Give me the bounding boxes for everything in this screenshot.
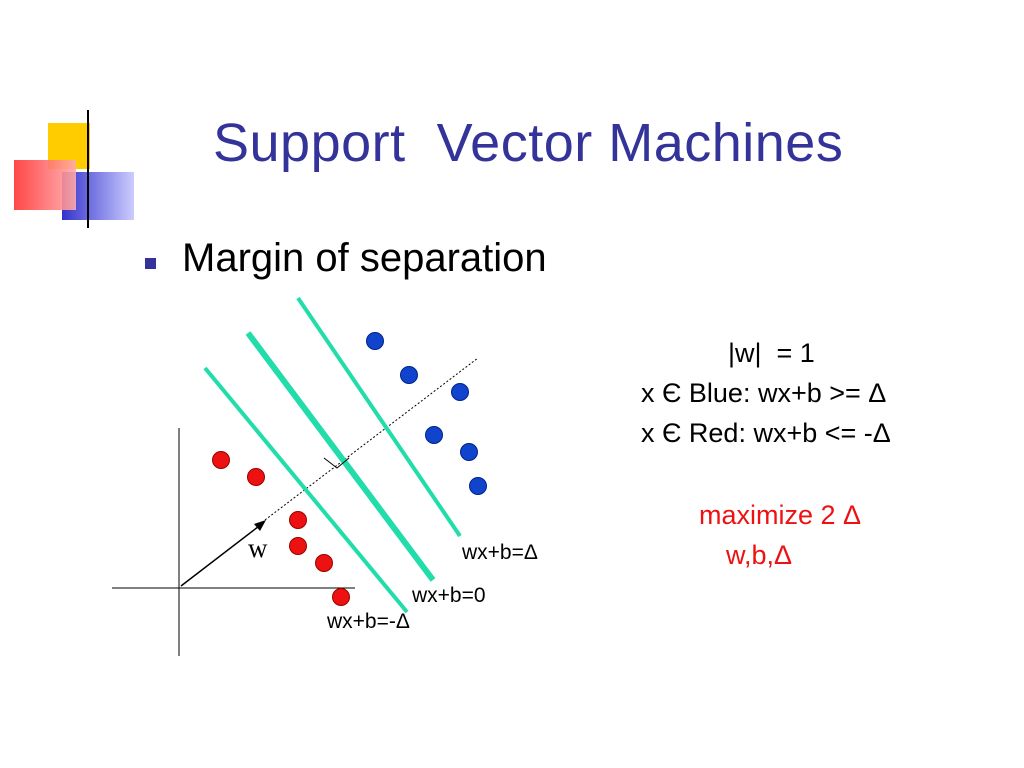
right-angle-marker: [323, 457, 350, 469]
red-point: [247, 468, 265, 486]
hyperplane-negative: [203, 366, 409, 614]
red-point: [332, 588, 350, 606]
objective-variables: w,b,Δ: [726, 540, 793, 570]
blue-point: [400, 366, 418, 384]
bullet-square-icon: [145, 258, 156, 269]
red-point: [212, 451, 230, 469]
red-constraint: x Є Red: wx+b <= -Δ: [641, 418, 891, 448]
red-point: [315, 554, 333, 572]
blue-points: [366, 332, 487, 495]
w-vector-arrow: [180, 522, 264, 587]
w-vector-arrowhead: [254, 520, 266, 531]
red-point: [289, 511, 307, 529]
hyperplane-positive: [296, 296, 462, 538]
normal-direction-line: [264, 357, 479, 521]
red-point: [289, 537, 307, 555]
objective-text: maximize 2 Δ: [699, 500, 862, 530]
red-points: [212, 451, 350, 606]
title-decoration: [14, 110, 1000, 228]
blue-point: [425, 426, 443, 444]
page-title: Support Vector Machines: [213, 113, 844, 173]
hyperplane-zero: [245, 331, 436, 582]
bullet-text: Margin of separation: [182, 236, 547, 280]
blue-point: [366, 332, 384, 350]
blue-constraint: x Є Blue: wx+b >= Δ: [641, 378, 887, 408]
hyperplane-zero-label: wx+b=0: [412, 584, 486, 607]
blue-point: [469, 477, 487, 495]
norm-constraint: |w| = 1: [728, 338, 815, 368]
blue-point: [460, 443, 478, 461]
w-vector-label: w: [248, 533, 268, 563]
blue-point: [451, 383, 469, 401]
hyperplane-negative-label: wx+b=-Δ: [327, 610, 410, 633]
hyperplane-positive-label: wx+b=Δ: [462, 541, 538, 564]
